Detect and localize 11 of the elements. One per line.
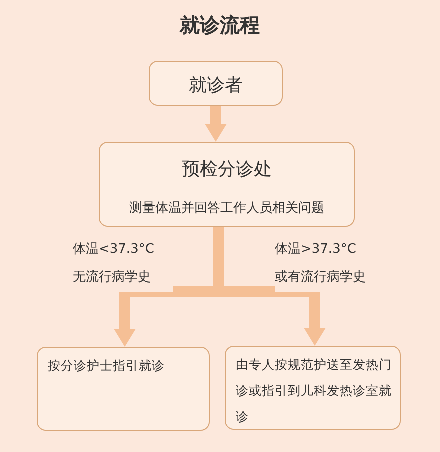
box-text: 测量体温并回答工作人员相关问题: [128, 200, 326, 217]
title: 就诊流程: [180, 13, 260, 37]
arrow: [205, 106, 227, 142]
box-text: 按分诊护士指引就诊: [48, 357, 166, 375]
outcome-box: [225, 346, 401, 430]
process-box: [149, 61, 283, 106]
box-text: 由专人按规范护送至发热门诊或指引到儿科发热诊室就诊: [236, 356, 393, 426]
outcome-box: [37, 347, 210, 431]
box-heading: 预检分诊处: [181, 158, 273, 181]
box-heading: 就诊者: [188, 74, 244, 97]
process-box: [99, 142, 355, 227]
